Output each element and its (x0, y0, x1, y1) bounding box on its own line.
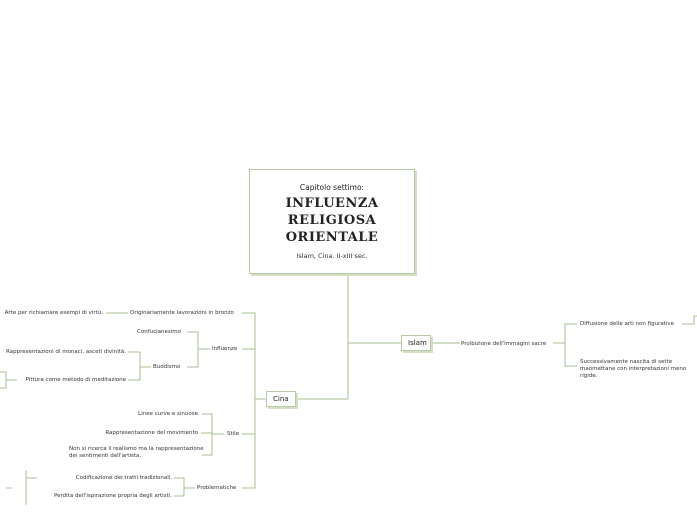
node-cina-label: Cina (273, 395, 289, 403)
central-title-line-1: INFLUENZA (285, 196, 379, 211)
central-subtitle: Islam, Cina. II-xIII sec. (296, 252, 368, 260)
node-islam[interactable]: Islam (401, 335, 431, 351)
node-bronzo[interactable]: Originariamente lavorazioni in bronzo (130, 310, 234, 316)
link-stile-realismo (202, 434, 213, 456)
node-confucianesimo[interactable]: Confucianesimo (137, 329, 182, 335)
link-cina-bronzo (242, 312, 266, 400)
central-title: INFLUENZA RELIGIOSA ORIENTALE (250, 195, 414, 246)
link-cina-stile (242, 399, 256, 435)
node-realismo[interactable]: Non si ricerca il realismo ma la rappres… (69, 446, 204, 459)
link-problematiche-perdita (174, 488, 185, 497)
central-topic[interactable]: Capitolo settimo: INFLUENZA RELIGIOSA OR… (249, 169, 415, 274)
node-linee[interactable]: Linee curve e sinuose (138, 411, 198, 417)
node-movimento[interactable]: Rappresentazione del movimento (105, 430, 198, 436)
node-bronzo-leaf[interactable]: Arte per richiamare esempi di virtù. (4, 310, 103, 316)
node-codificazione[interactable]: Codificazione dei tratti tradizionali. (75, 475, 172, 481)
link-cina-problematiche (242, 434, 256, 489)
link-buddismo-monaci (128, 351, 151, 368)
central-title-line-2: RELIGIOSA (287, 213, 377, 228)
node-sette-maomettane[interactable]: Successivamente nascita di sette maomett… (580, 359, 687, 379)
link-proibizione-diffusione (553, 323, 577, 344)
link-problematiche-codificazione (174, 477, 195, 489)
link-proibizione-successivamente (564, 343, 577, 367)
link-pittura-offscreen-a (0, 371, 17, 381)
node-stile[interactable]: Stile (227, 431, 240, 437)
node-buddismo[interactable]: Buddismo (153, 364, 181, 370)
node-proibizione[interactable]: Proibizione dell'immagini sacre (461, 341, 547, 347)
node-perdita[interactable]: Perdita dell'ispirazione propria degli a… (53, 493, 172, 499)
link-buddismo-pittura (128, 367, 141, 381)
node-cina[interactable]: Cina (266, 391, 296, 407)
link-codificazione-offscreen-a (25, 470, 37, 479)
node-influenze[interactable]: Influenze (212, 346, 238, 352)
node-problematiche[interactable]: Problematiche (197, 485, 237, 491)
central-kicker: Capitolo settimo: (299, 183, 365, 192)
link-influenze-confucianesimo (187, 331, 210, 350)
node-pittura[interactable]: Pittura come metodo di meditazione (25, 377, 126, 383)
node-diffusione[interactable]: Diffusione delle arti non figurative (580, 321, 675, 327)
link-diffusione-offscreen (682, 315, 697, 325)
link-stile-linee (202, 413, 224, 435)
link-influenze-buddismo (187, 349, 199, 368)
node-monaci[interactable]: Rappresentazioni di monaci, asceti divin… (6, 349, 126, 355)
central-title-line-3: ORIENTALE (285, 230, 379, 245)
node-islam-label: Islam (408, 339, 427, 347)
link-pittura-offscreen-b (0, 380, 7, 389)
